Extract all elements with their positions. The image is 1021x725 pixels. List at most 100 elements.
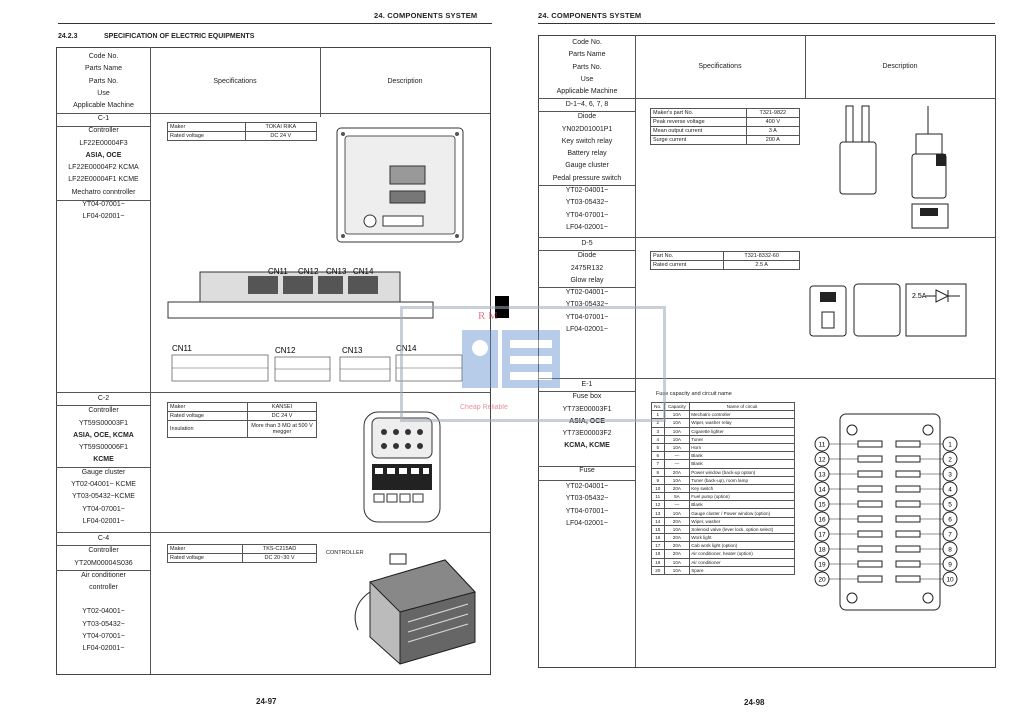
col-divider xyxy=(805,35,806,98)
col-divider xyxy=(635,35,636,667)
column-header-description: Description xyxy=(387,78,423,85)
page-header: 24. COMPONENTS SYSTEM xyxy=(538,11,642,20)
fuse-capacity: — xyxy=(663,459,691,469)
fuse-number: 5 xyxy=(651,442,665,453)
fuse-row: 7—Blank xyxy=(651,459,795,469)
fuse-callout-number: 11 xyxy=(819,442,826,449)
right-page: 24. COMPONENTS SYSTEM Code No.Parts Name… xyxy=(510,0,1021,725)
connector-pinout-drawing: CN11 CN12 CN13 CN14 xyxy=(171,344,463,382)
controller-side-view-drawing: CN11 CN12 CN13 CN14 xyxy=(167,267,434,319)
fuse-circuit-name: Wiper, washer xyxy=(689,516,795,526)
fuse-callout-number: 8 xyxy=(948,547,952,554)
fuse-slot xyxy=(857,470,883,478)
fuse-number: 17 xyxy=(651,541,665,551)
fuse-number: 9 xyxy=(651,475,665,485)
column-header-description: Description xyxy=(882,63,918,70)
fuse-number: 20 xyxy=(651,565,665,575)
fuse-number: 14 xyxy=(651,516,665,526)
fuse-slot xyxy=(857,515,883,523)
fuse-number: 16 xyxy=(651,532,665,543)
fuse-capacity: 20A xyxy=(663,516,691,526)
fuse-number: 13 xyxy=(651,508,665,518)
fuse-circuit-name: Gauge cluster / Power window (option) xyxy=(689,508,795,518)
fuse-capacity: 10A xyxy=(663,418,691,428)
fuse-capacity: 20A xyxy=(663,549,691,559)
sub-divider xyxy=(538,480,635,481)
fuse-caption: Fuse capacity and circuit name xyxy=(656,391,732,397)
page-number: 24-97 xyxy=(256,697,277,706)
sub-divider xyxy=(56,467,150,468)
fuse-number: 19 xyxy=(651,557,665,567)
fuse-slot xyxy=(857,560,883,568)
conn-cn13-label: CN13 xyxy=(326,267,347,276)
fuse-circuit-name: Horn xyxy=(689,442,795,453)
air-conditioner-unit-drawing xyxy=(354,553,476,665)
fuse-callout-number: 6 xyxy=(948,517,952,524)
fuse-number: 8 xyxy=(651,467,665,477)
row-divider xyxy=(538,98,995,99)
fuse-slot xyxy=(857,440,883,448)
fuse-circuit-name: Solenoid valve (lever lock, option selec… xyxy=(689,524,795,535)
fuse-circuit-name: Blank xyxy=(689,451,795,461)
fuse-callout-number: 14 xyxy=(818,487,826,494)
fuse-callout-number: 9 xyxy=(948,562,952,569)
row-divider xyxy=(56,532,490,533)
fuse-circuit-name: Work light xyxy=(689,532,795,543)
gauge-cluster-drawing xyxy=(363,411,441,523)
row-divider xyxy=(538,378,995,379)
fuse-capacity: 5A xyxy=(663,492,691,502)
fuse-slot xyxy=(857,455,883,463)
fuse-slot xyxy=(857,575,883,583)
fuse-slot xyxy=(857,545,883,553)
fuse-slot xyxy=(895,545,921,553)
fuse-capacity: 10A xyxy=(663,434,691,444)
fuse-capacity: 10A xyxy=(663,508,691,518)
fuse-capacity: 20A xyxy=(663,483,691,494)
svg-text:CN11: CN11 xyxy=(172,344,192,353)
fuse-callout-number: 16 xyxy=(818,517,826,524)
fuse-slot xyxy=(895,485,921,493)
fuse-capacity: 20A xyxy=(663,541,691,551)
fuse-number: 15 xyxy=(651,524,665,535)
row-divider xyxy=(56,392,490,393)
diode-rating-label: 2.5A xyxy=(912,293,927,300)
fuse-circuit-name: Wiper, washer relay xyxy=(689,418,795,428)
fuse-capacity: 20A xyxy=(663,467,691,477)
watermark-tagline: Cheap Reliable xyxy=(460,404,508,411)
fuse-circuit-name: Key switch xyxy=(689,483,795,494)
fuse-slot xyxy=(895,560,921,568)
row-divider xyxy=(56,113,490,114)
conn-cn11-label: CN11 xyxy=(268,267,288,276)
fuse-number: 12 xyxy=(651,500,665,510)
fuse-callout-number: 17 xyxy=(818,532,826,539)
sub-divider xyxy=(538,111,635,112)
fuse-callout-number: 7 xyxy=(948,532,952,539)
fuse-circuit-name: Blank xyxy=(689,500,795,510)
fuse-row: 12—Blank xyxy=(651,500,795,510)
fuse-slot xyxy=(895,470,921,478)
sub-divider xyxy=(538,287,635,288)
col-divider xyxy=(150,47,151,674)
fuse-slot xyxy=(857,485,883,493)
fuse-callout-number: 15 xyxy=(818,502,826,509)
sub-divider xyxy=(538,185,635,186)
fuse-callout-number: 3 xyxy=(948,472,952,479)
fuse-slot xyxy=(895,575,921,583)
spec-table-right xyxy=(538,35,996,668)
